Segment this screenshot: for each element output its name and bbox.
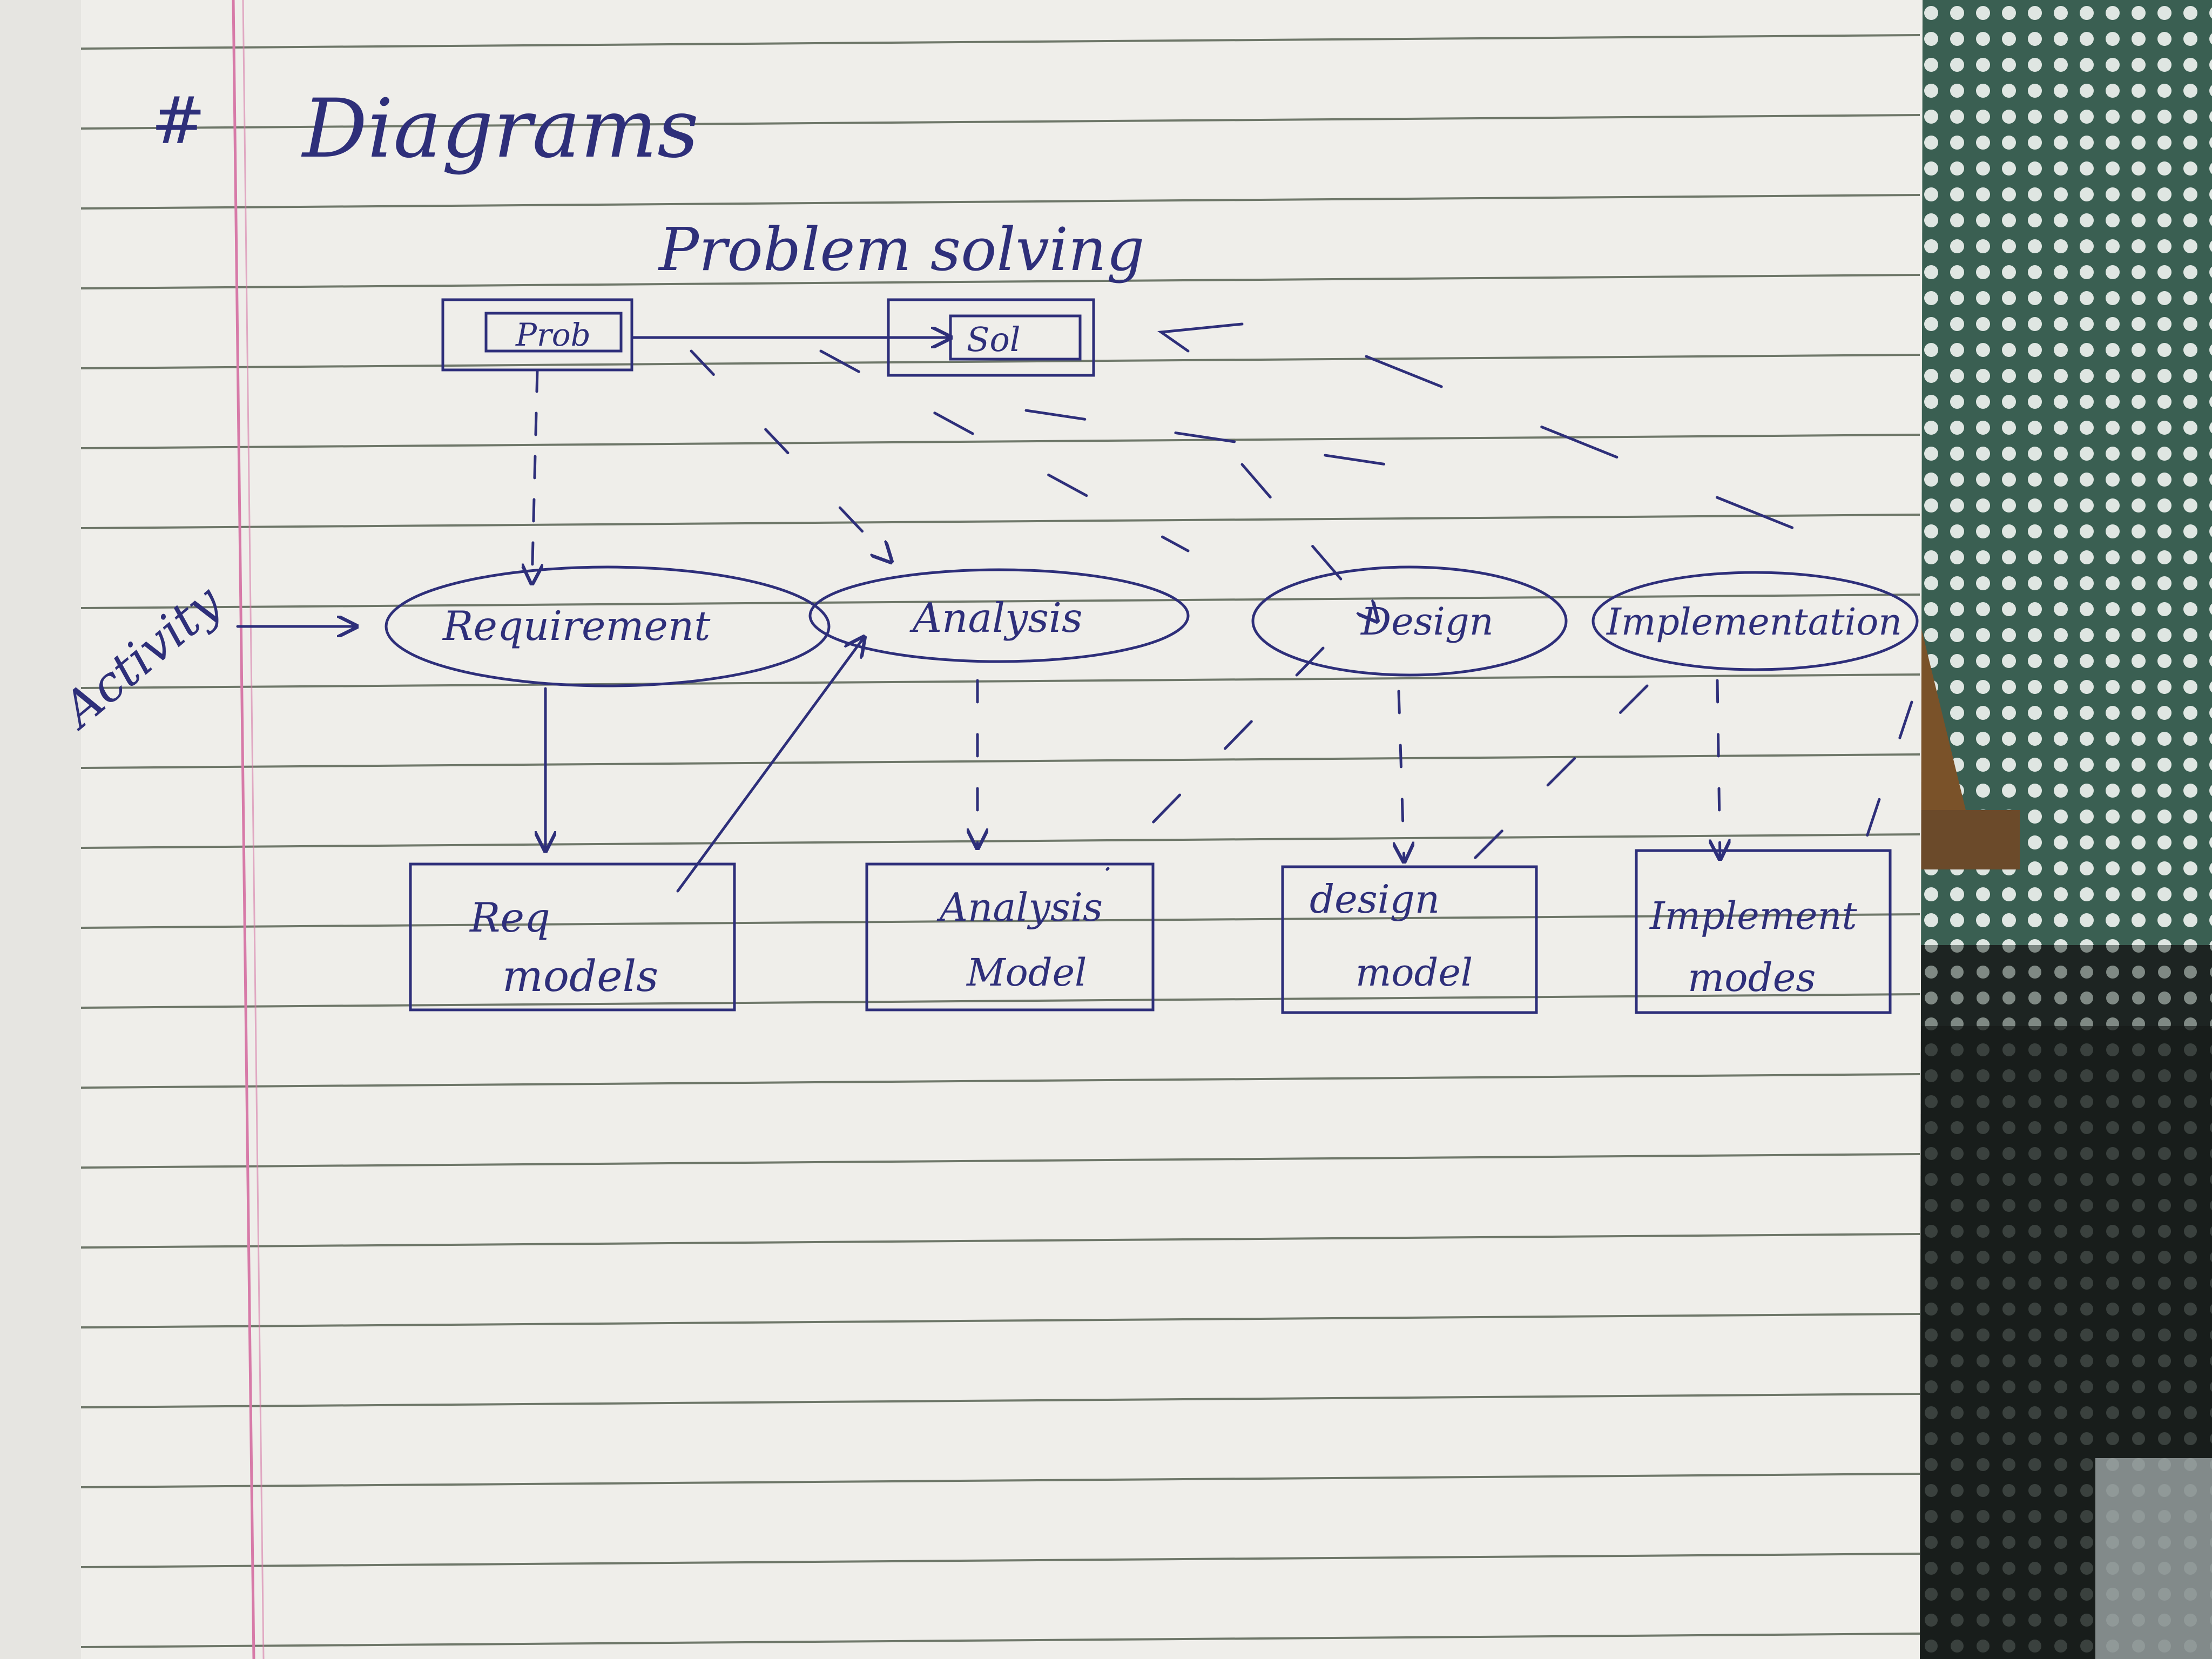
ruled-line [80,1313,1920,1328]
model-requirement: Req models [409,862,736,1011]
ruled-line [80,1633,1920,1648]
ruled-line [80,1233,1920,1249]
req-models-to-analysis-arrow [676,637,864,893]
phase-analysis: Analysis [808,568,1190,663]
model-line2: Model [966,950,1087,995]
ruled-line [80,1553,1920,1568]
phase-label: Implementation [1606,601,1902,644]
heading-title: Diagrams [301,82,699,176]
feedback-arrow [1157,322,1244,353]
margin-line [232,0,255,1659]
solution-label: Sol [967,320,1021,359]
model-line2: modes [1688,955,1816,1000]
ruled-line [80,354,1920,369]
model-implementation: Implement modes [1635,849,1892,1014]
ruled-line [80,34,1920,50]
diagram-title: Problem solving [658,215,1144,284]
model-line1: Implement [1649,894,1858,938]
phase-requirement: Requirement [385,565,831,687]
heading-hash: # [151,84,206,159]
model-line2: models [502,951,658,1001]
ruled-line [80,1473,1920,1488]
phase-label: Analysis [909,594,1083,642]
phase-label: Design [1360,599,1494,644]
ruled-line [80,274,1920,289]
model-design: design model [1281,865,1538,1014]
background [1890,0,2212,1659]
ruled-line [80,833,1920,849]
solution-box: Sol [887,298,1095,377]
model-analysis: Analysis Model [865,862,1155,1011]
notebook-page [0,0,1923,1659]
ruled-line [80,514,1920,529]
ruled-line [80,993,1920,1009]
ruled-line [80,434,1920,449]
phase-implementation: Implementation [1591,571,1919,671]
model-line2: model [1355,950,1473,995]
model-line1: design [1310,876,1440,922]
phase-label: Requirement [442,602,711,650]
problem-box: Prob [441,298,633,372]
ruled-line [80,913,1920,929]
handwritten-diagram: # Diagrams Problem solving Prob Sol [49,82,1919,1014]
ruled-line [80,673,1920,689]
dashed-connectors [690,349,1913,871]
problem-to-requirement-arrow [532,368,537,583]
ruled-line [80,1393,1920,1408]
phase-design: Design [1251,565,1568,677]
model-line1: Req [469,894,550,941]
model-line1: Analysis [936,885,1103,930]
ruled-line [80,1153,1920,1169]
ruled-line [80,194,1920,210]
ruled-line [80,114,1920,130]
ruled-line [80,1073,1920,1089]
problem-label: Prob [515,316,591,353]
ruled-line [80,753,1920,769]
